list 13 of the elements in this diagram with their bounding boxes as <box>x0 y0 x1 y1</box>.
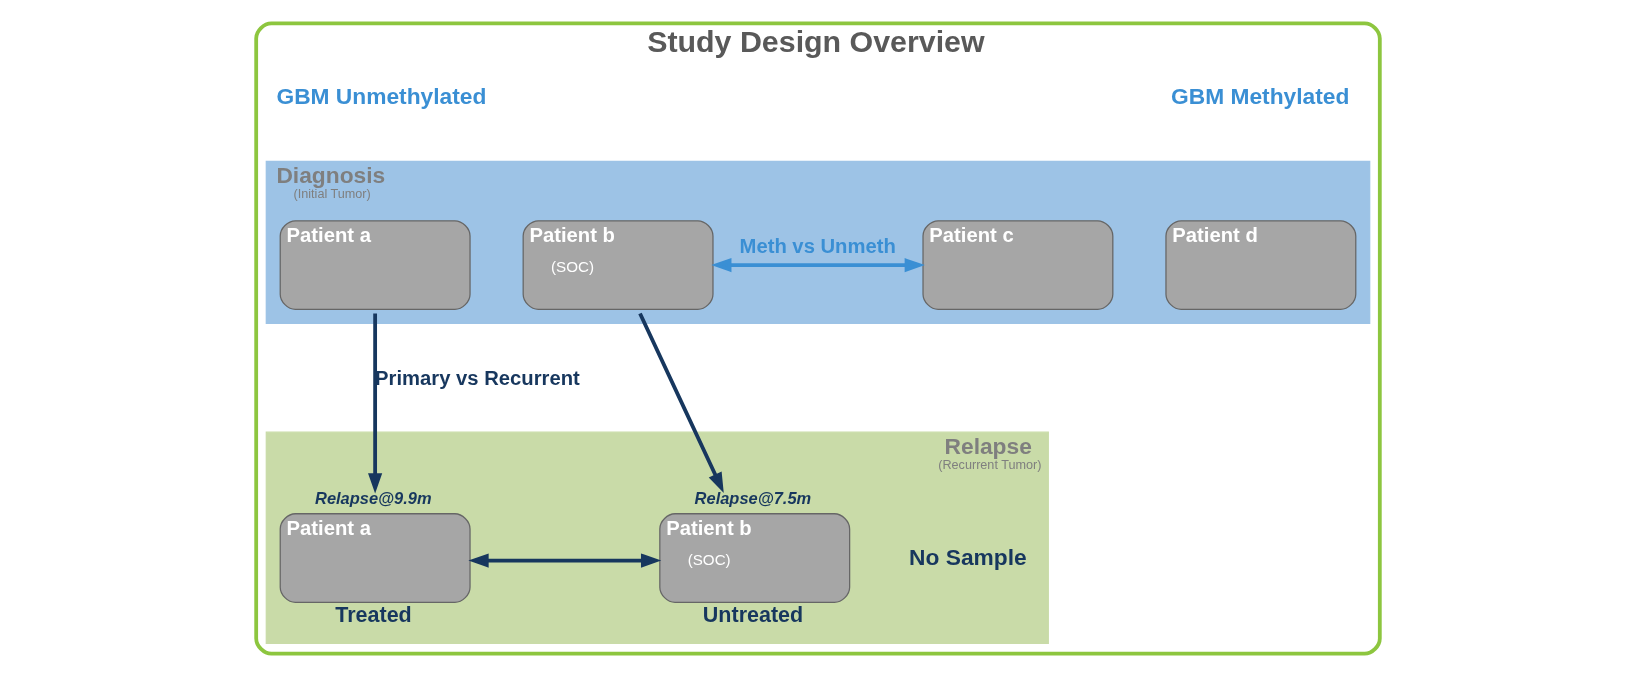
edge-label: Primary vs Recurrent <box>375 367 580 390</box>
label: No Sample <box>909 543 1027 570</box>
edge-label: Meth vs Unmeth <box>739 235 896 258</box>
label: GBM Methylated <box>1171 82 1350 109</box>
arrow <box>711 258 925 273</box>
node-label: Untreated <box>702 603 804 628</box>
node-label: Relapse@7.5m <box>694 489 812 508</box>
node-label: Treated <box>335 603 412 628</box>
arrow <box>638 312 724 493</box>
node-label: Relapse@9.9m <box>315 489 432 508</box>
label: GBM Unmethylated <box>276 82 487 109</box>
arrow <box>468 553 662 568</box>
arrow <box>368 313 383 494</box>
